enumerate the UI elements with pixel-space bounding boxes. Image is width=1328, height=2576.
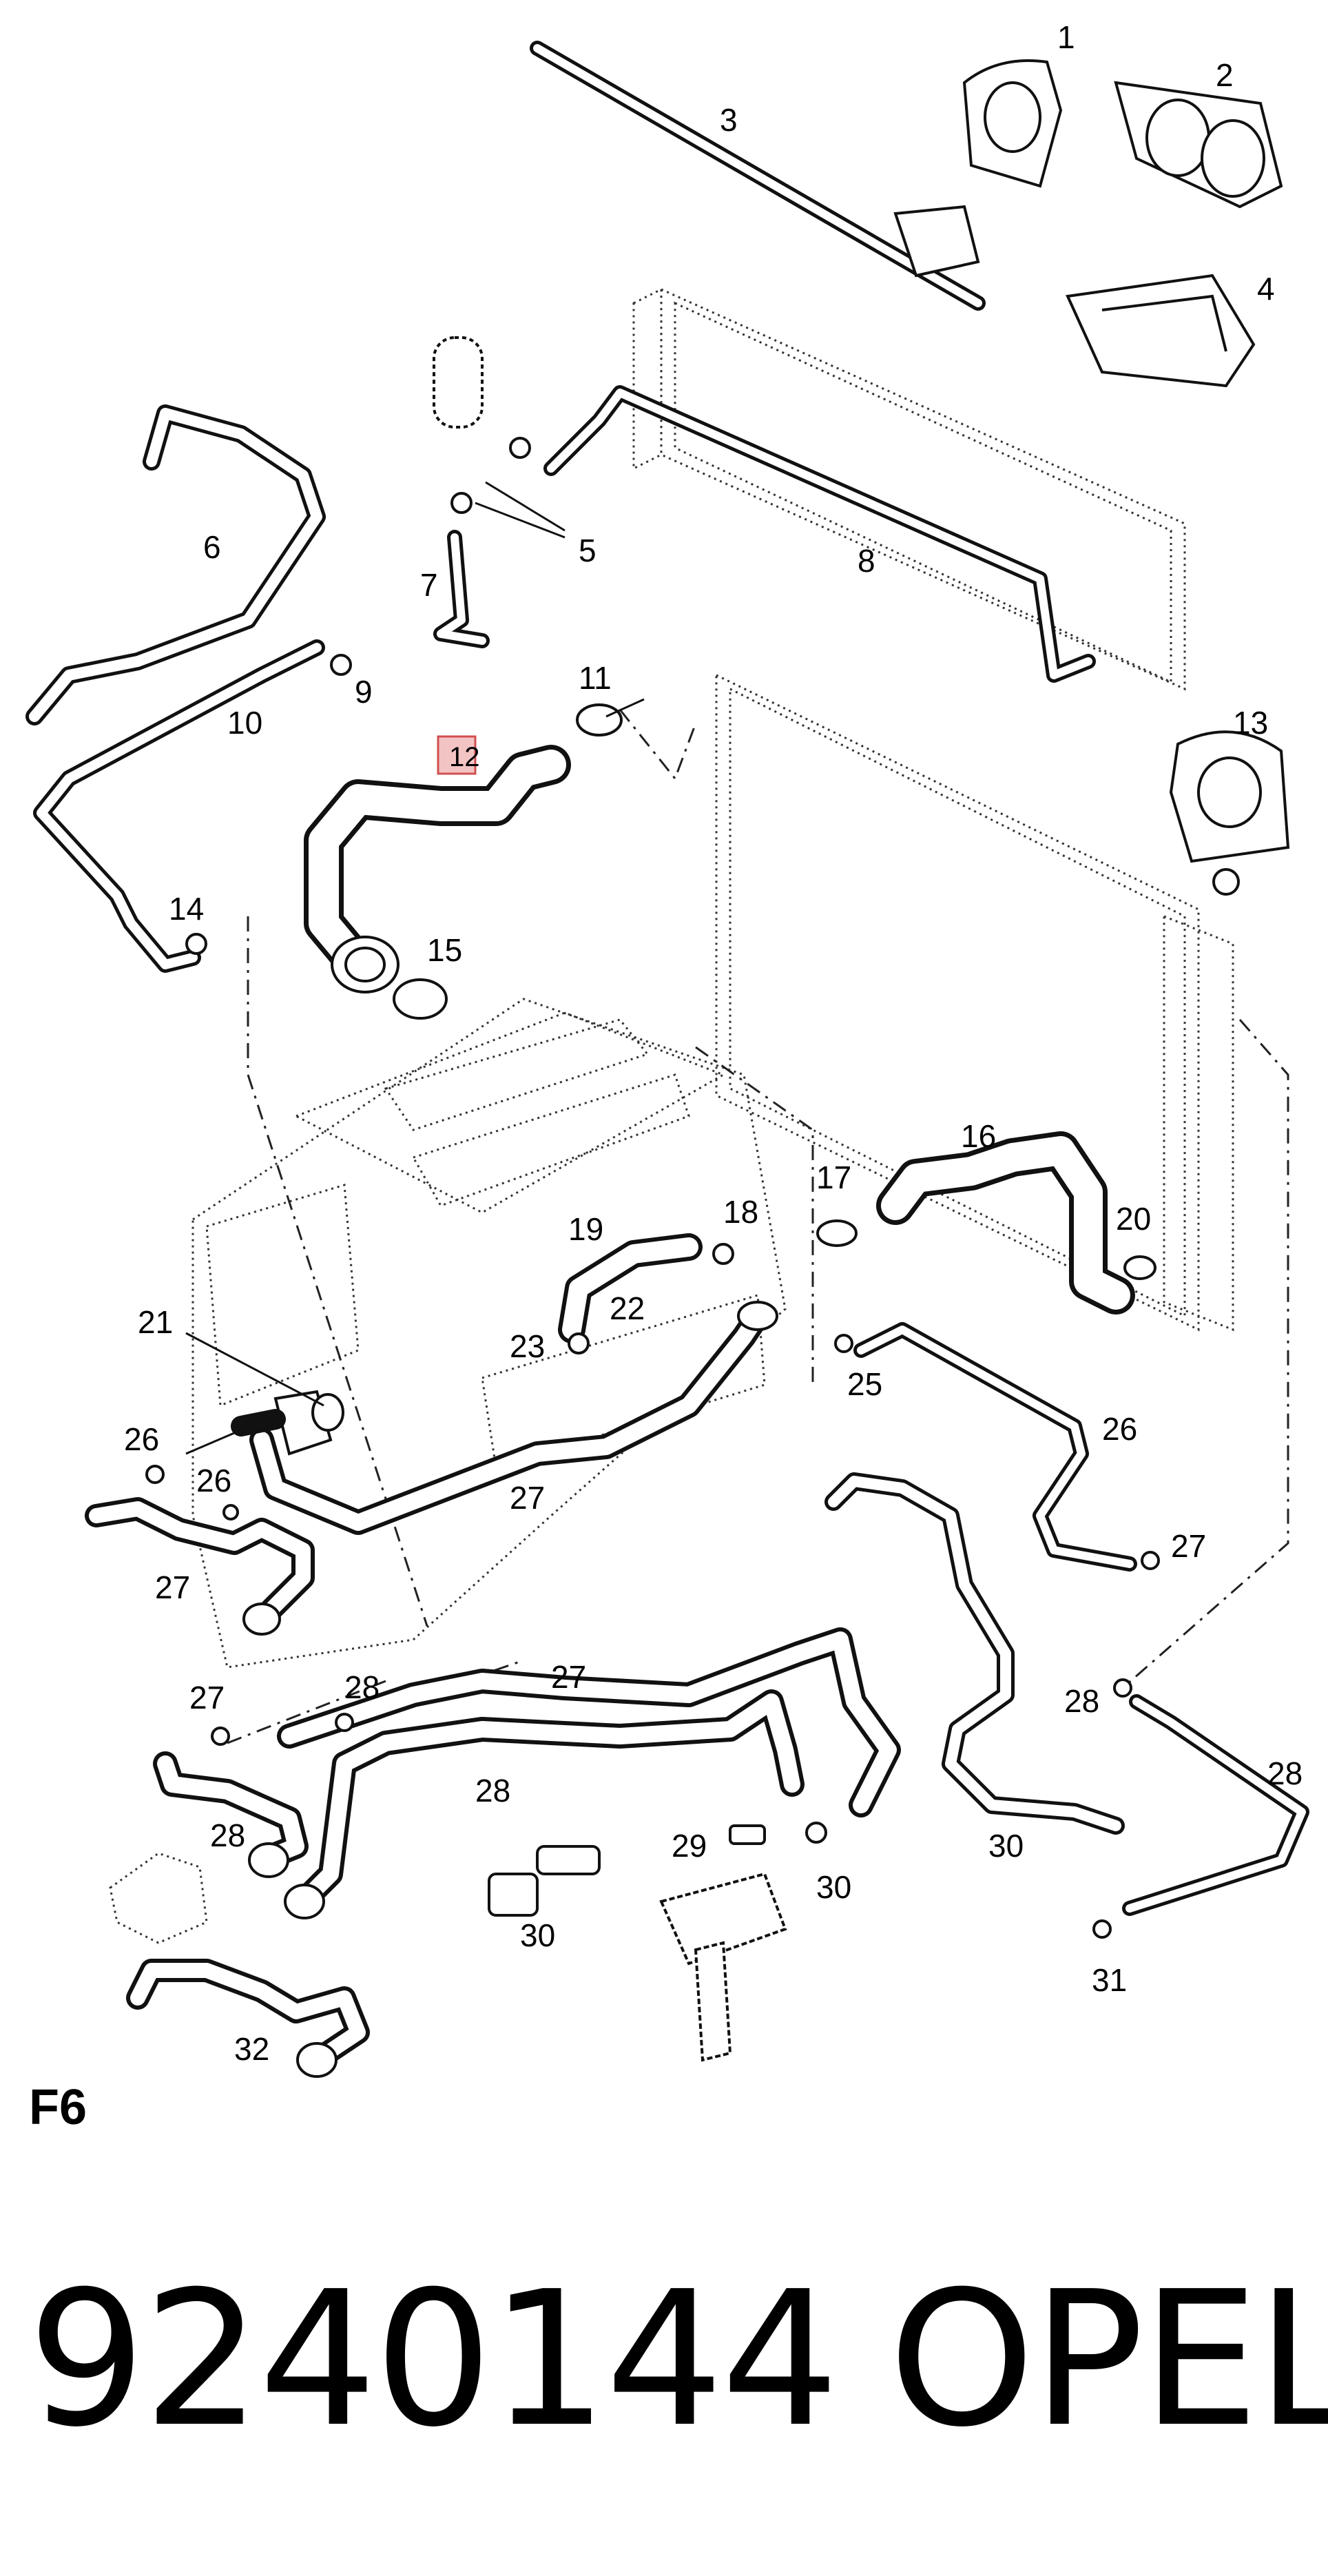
callout-26c: 25: [847, 1366, 882, 1402]
pipe-18: [1122, 1694, 1309, 1916]
clip-11: [1066, 274, 1256, 388]
callout-6: 27: [155, 1569, 190, 1605]
callout-22: 6: [203, 529, 221, 565]
hose-2: [876, 1131, 1135, 1315]
highlight-marker-1: [437, 735, 477, 775]
part-number: 9240144: [28, 2251, 839, 2468]
callout-27b: 27: [1171, 1528, 1206, 1564]
figure-label: F6: [29, 2080, 87, 2135]
callout-26: 9: [355, 674, 373, 710]
clip-13: [962, 59, 1063, 188]
hose-1: [304, 745, 571, 993]
callout-2: 16: [961, 1118, 996, 1154]
strap-32: [530, 41, 986, 311]
hose-6: [85, 1497, 315, 1636]
hose-21: [33, 639, 325, 973]
clamps: [145, 437, 1160, 1939]
callout-27c: 28: [1064, 1683, 1099, 1719]
callout-5: 28: [475, 1773, 510, 1809]
valve-29: [659, 1824, 787, 2062]
callout-4: 27: [551, 1659, 586, 1695]
callout-23: 30: [988, 1828, 1024, 1864]
callout-20: 19: [568, 1211, 603, 1247]
callout-30: 15: [427, 932, 462, 968]
callout-12: 13: [1233, 705, 1268, 741]
radiator-rear: [632, 287, 1186, 691]
callout-29: 29: [672, 1828, 707, 1864]
callout-13: 1: [1057, 19, 1075, 55]
hose-14: [249, 1301, 778, 1535]
callout-27e: 31: [1092, 1962, 1127, 1998]
callout-19: 26: [1102, 1411, 1137, 1447]
callout-21: 10: [227, 705, 262, 741]
hose-3: [153, 1751, 309, 1878]
pipe-19: [853, 1322, 1137, 1572]
callout-18: 28: [1267, 1755, 1303, 1791]
callout-28: 18: [723, 1194, 758, 1230]
callout-28c: 26: [124, 1421, 159, 1457]
callout-28b: 23: [510, 1328, 545, 1364]
hose-4: [277, 1627, 901, 1817]
callout-15: 21: [138, 1304, 173, 1340]
hose-20: [558, 1233, 703, 1343]
callout-9: 8: [858, 543, 875, 579]
brand-name: OPEL: [889, 2251, 1328, 2468]
callout-11: 4: [1257, 271, 1275, 307]
callout-30b: 17: [816, 1160, 851, 1195]
hose-5: [284, 1689, 805, 1919]
callout-14: 27: [510, 1480, 545, 1516]
callout-26b: 14: [169, 891, 204, 927]
callout-17: 22: [610, 1290, 645, 1326]
callout-27d: 30: [816, 1869, 851, 1905]
clip-12: [1169, 730, 1290, 896]
callout-16: 26: [196, 1463, 231, 1498]
callout-3: 28: [210, 1817, 245, 1853]
parts-diagram: 1 2 3 4 5 6 7 8 9 10 11 12 13 14 15 16 1…: [25, 19, 1309, 2078]
callout-28e: 28: [344, 1669, 380, 1705]
callout-8: 7: [420, 567, 438, 603]
callout-27: 5: [579, 533, 596, 568]
callout-31: 11: [579, 660, 612, 696]
leader-lines: [185, 481, 645, 1455]
hose-22: [25, 404, 326, 725]
engine-block: [109, 709, 814, 1944]
fitting-25: [488, 1845, 601, 1917]
clip-10: [1114, 81, 1283, 209]
pipe-23: [824, 1472, 1125, 1835]
hose-7: [126, 1959, 370, 2078]
callout-30c: 20: [1116, 1201, 1151, 1237]
callout-10: 2: [1216, 57, 1234, 93]
callout-28d: 27: [189, 1680, 225, 1715]
callout-32: 3: [720, 102, 738, 138]
callout-7: 32: [234, 2031, 269, 2067]
callout-25: 30: [520, 1917, 555, 1953]
radiator-front: [715, 673, 1289, 1689]
callout-1: 12: [449, 742, 480, 772]
reservoir-8: [433, 336, 490, 648]
pipe-9: [543, 385, 1096, 683]
